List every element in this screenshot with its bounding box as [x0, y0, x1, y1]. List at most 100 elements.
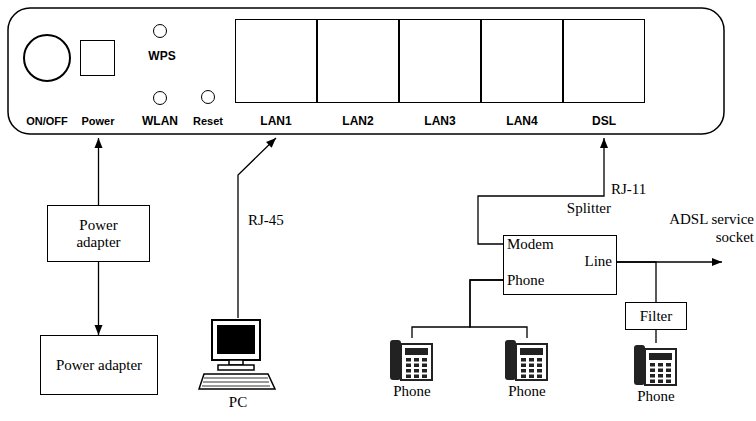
phone-key: [650, 380, 655, 384]
phone-key: [529, 364, 534, 368]
process-box: Power adapter: [40, 335, 158, 395]
wire: [617, 262, 656, 302]
power-button: Power: [78, 40, 118, 138]
handset: [505, 340, 516, 380]
telephone-drawing: [503, 338, 551, 382]
phone-key: [537, 358, 542, 362]
phone-key: [414, 375, 419, 379]
wire: [655, 330, 656, 343]
phone-key: [529, 375, 534, 379]
phone-key: [422, 369, 427, 373]
pc-icon: PC: [198, 318, 278, 414]
node-label: ON/OFF: [19, 115, 75, 128]
port-socket: DSL: [563, 19, 645, 138]
process-box: Power adapter: [47, 205, 150, 262]
node-label: Modem: [507, 236, 554, 253]
phone-key: [521, 369, 526, 373]
phone-key: [521, 358, 526, 362]
phone-key: [529, 369, 534, 373]
computer-base: [218, 365, 254, 370]
cable-label: RJ-45: [246, 211, 286, 229]
node-label: Reset: [186, 115, 230, 128]
node-label: Power: [78, 115, 118, 128]
router-back-panel: [8, 8, 724, 134]
node-label: LAN1: [235, 115, 317, 128]
port-socket: LAN2: [317, 19, 399, 138]
phone-key: [666, 374, 671, 378]
wire: [412, 280, 503, 338]
circle-outline: [201, 90, 215, 104]
keyboard-keys: [202, 386, 270, 387]
phone-key: [406, 364, 411, 368]
box-text: Power adapter: [56, 357, 142, 374]
rect-outline: [80, 40, 115, 76]
wlan-led: WLAN: [136, 91, 184, 131]
cable-label: RJ-11: [609, 180, 648, 198]
telephone-icon: Phone: [632, 343, 680, 407]
phone-key: [422, 358, 427, 362]
node-label: LAN3: [399, 115, 481, 128]
cable-arrow: [98, 262, 99, 335]
phone-key: [650, 374, 655, 378]
circle-outline: [153, 24, 167, 38]
monitor: [212, 320, 260, 360]
computer-drawing: [198, 318, 278, 392]
phone-body: [516, 344, 547, 380]
keyboard-keys: [204, 378, 268, 379]
node-label: Line: [585, 253, 613, 270]
phone-display: [405, 348, 428, 355]
phone-key: [406, 369, 411, 373]
phone-key: [521, 364, 526, 368]
phone-key: [422, 364, 427, 368]
circle-outline: [23, 34, 71, 82]
phone-key: [666, 380, 671, 384]
phone-key: [658, 363, 663, 367]
telephone-drawing: [388, 338, 436, 382]
phone-key: [414, 358, 419, 362]
phone-key: [650, 363, 655, 367]
keyboard: [199, 374, 275, 389]
handset: [390, 340, 401, 380]
phone-body: [645, 349, 676, 385]
splitter-box: SplitterModemLinePhone: [503, 200, 617, 295]
node-label: Phone: [622, 388, 690, 405]
phone-key: [650, 369, 655, 373]
keyboard-keys: [203, 382, 269, 383]
phone-key: [529, 358, 534, 362]
phone-display: [520, 348, 543, 355]
rect-outline: [481, 19, 563, 103]
node-label: Splitter: [567, 200, 611, 217]
phone-key: [406, 375, 411, 379]
phone-key: [414, 369, 419, 373]
handset: [634, 345, 645, 385]
port-socket: LAN1: [235, 19, 317, 138]
node-label: WPS: [143, 50, 181, 63]
rect-outline: [317, 19, 399, 103]
phone-key: [666, 369, 671, 373]
cable-arrow: [98, 138, 99, 205]
phone-key: [658, 374, 663, 378]
phone-key: [414, 364, 419, 368]
phone-display: [649, 353, 672, 360]
node-label: Phone: [378, 383, 446, 400]
node-label: PC: [188, 394, 288, 411]
node-label: WLAN: [136, 115, 184, 128]
node-label: DSL: [563, 115, 645, 128]
node-label: LAN4: [481, 115, 563, 128]
phone-body: [401, 344, 432, 380]
box-text: Filter: [640, 308, 673, 325]
box-text: Power adapter: [62, 217, 135, 251]
port-socket: LAN4: [481, 19, 563, 138]
node-label: Phone: [493, 383, 561, 400]
phone-key: [537, 369, 542, 373]
rect-outline: [563, 19, 645, 103]
phone-key: [658, 380, 663, 384]
rect-outline: [235, 19, 317, 103]
filter-box: Filter: [625, 302, 687, 330]
screen: [217, 325, 255, 354]
phone-key: [537, 364, 542, 368]
telephone-icon: Phone: [503, 338, 551, 402]
phone-key: [537, 375, 542, 379]
power-switch: ON/OFF: [19, 34, 75, 138]
phone-key: [406, 358, 411, 362]
